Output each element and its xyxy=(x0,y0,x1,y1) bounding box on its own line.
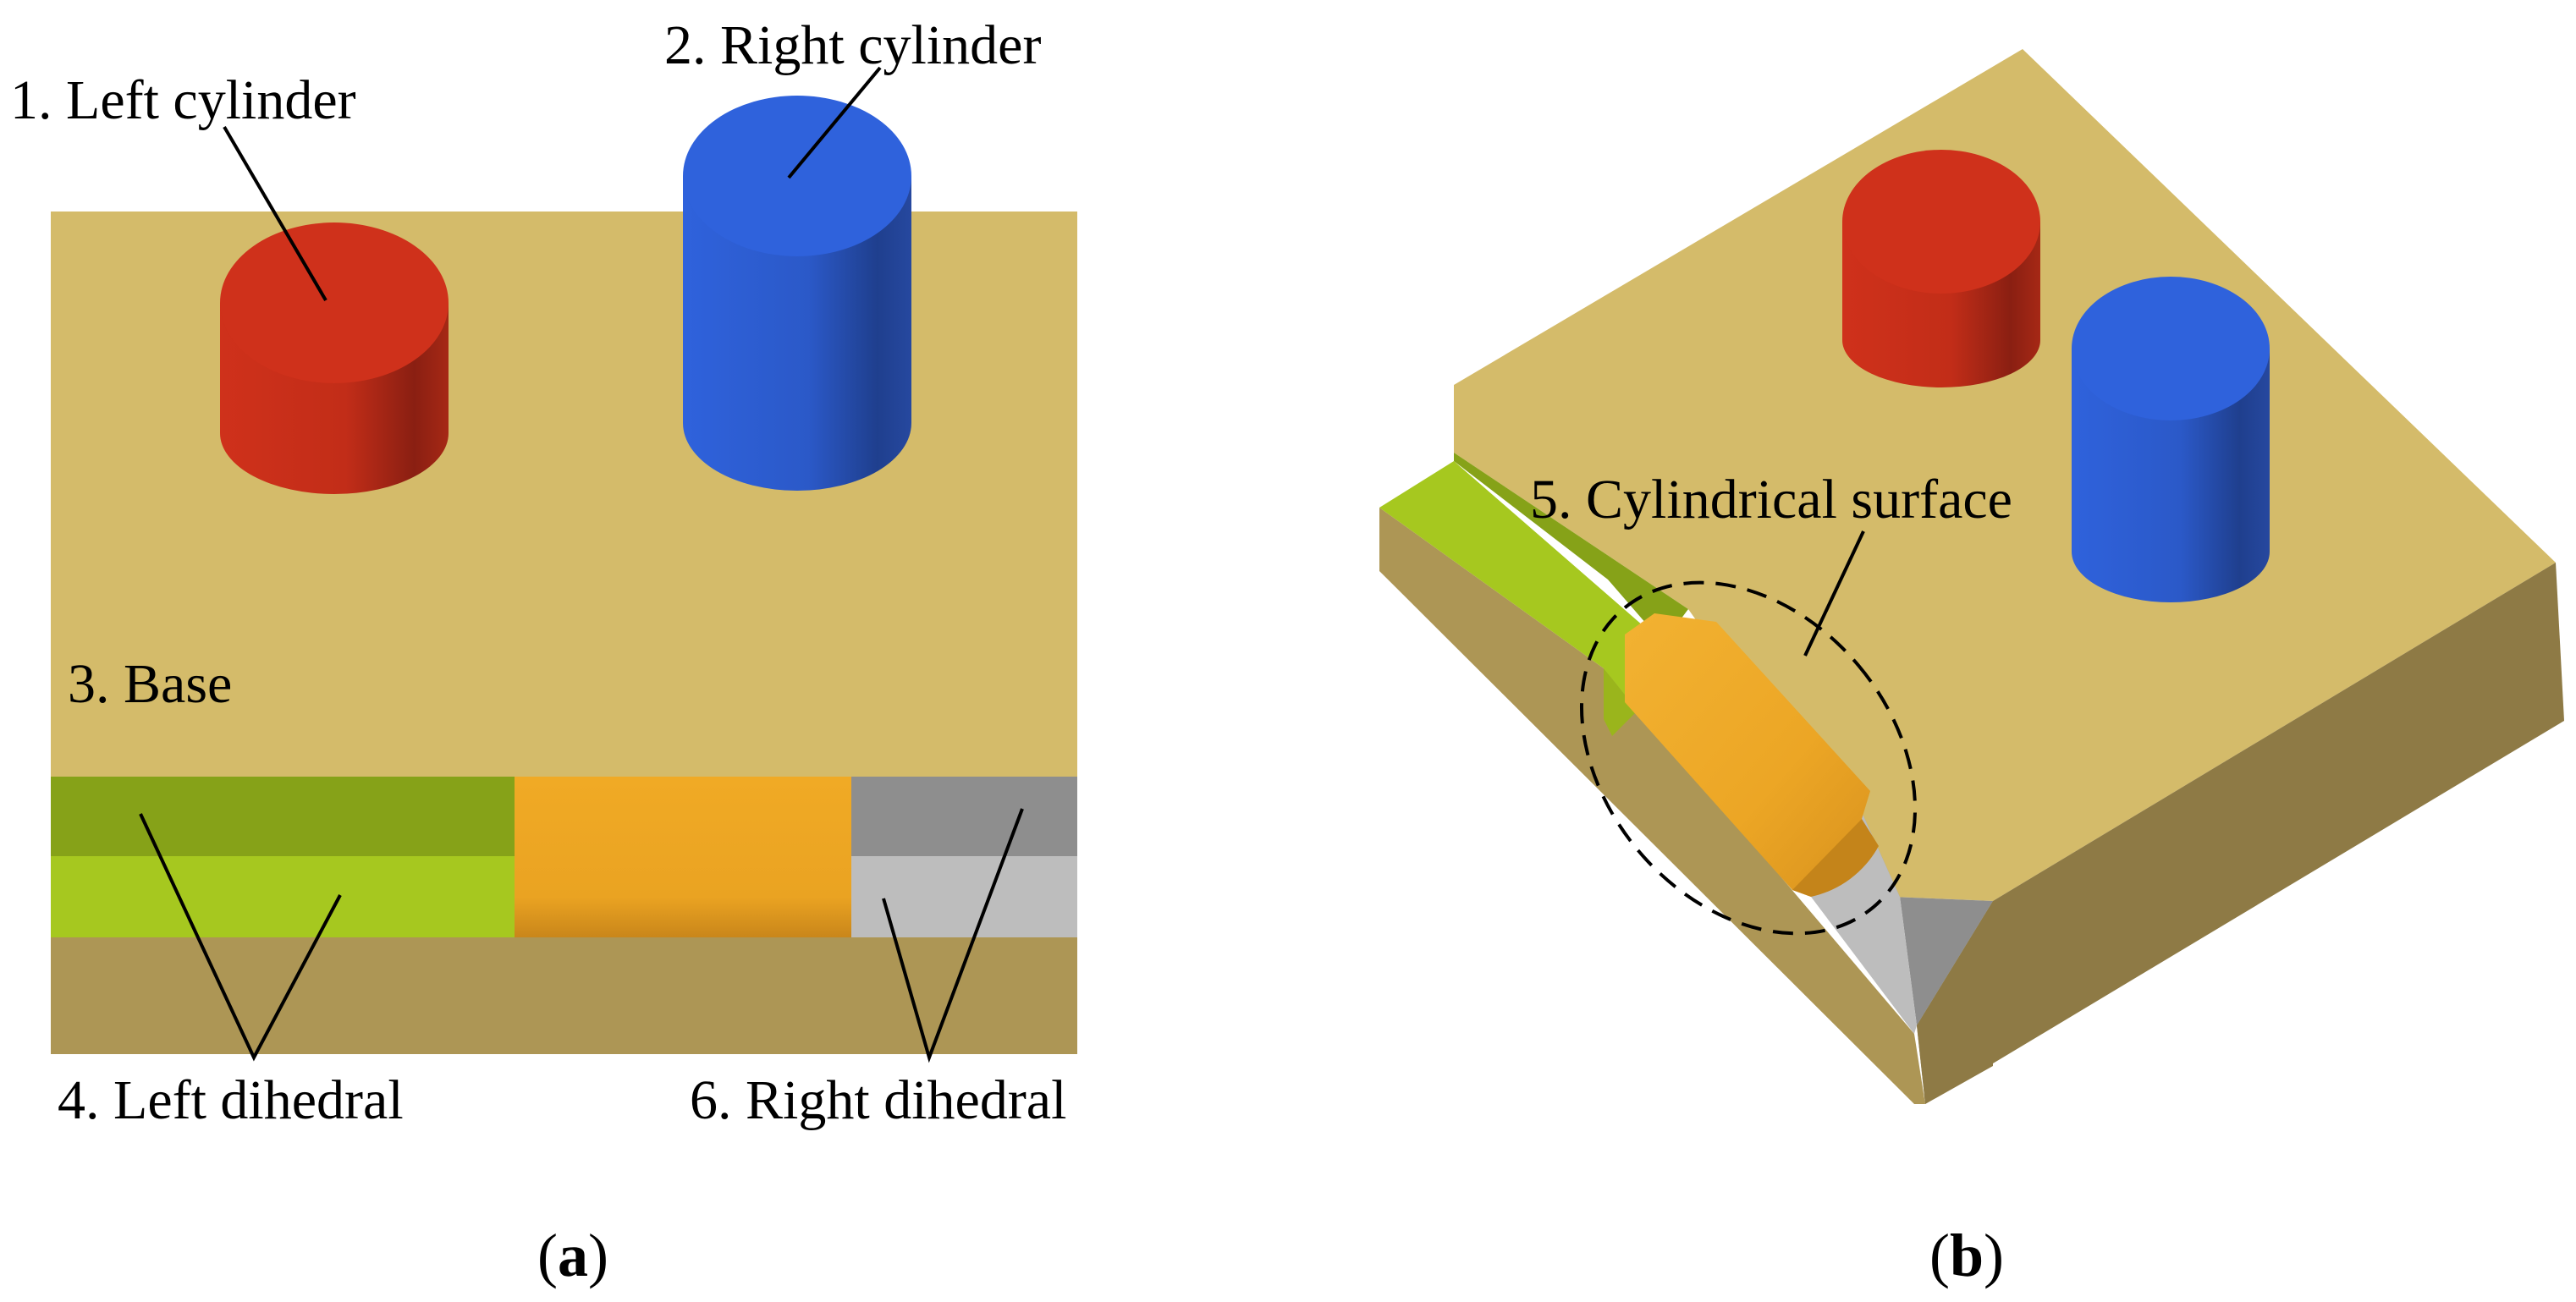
iso-base-front-face xyxy=(1379,508,1925,1104)
left-dihedral-upper-face xyxy=(51,777,515,856)
leader-cylindrical-surface xyxy=(1803,530,1865,656)
cylindrical-surface-highlight xyxy=(1579,580,1918,936)
caption-b-open: ( xyxy=(1929,1222,1950,1289)
right-dihedral-upper-face xyxy=(851,777,1077,856)
caption-a-open: ( xyxy=(537,1222,558,1289)
iso-left-cylinder xyxy=(1842,150,2040,387)
label-left-dihedral: 4. Left dihedral xyxy=(58,1069,404,1131)
iso-cylindrical-surface-end xyxy=(1792,819,1879,897)
iso-cylindrical-surface xyxy=(1625,613,1870,897)
iso-right-cylinder xyxy=(2072,277,2270,602)
panel-a: 1. Left cylinder 2. Right cylinder 3. Ba… xyxy=(10,14,1077,1289)
caption-a: (a) xyxy=(537,1222,608,1289)
left-cylinder xyxy=(220,222,449,494)
right-dihedral-lower-face xyxy=(851,856,1077,937)
label-left-cylinder: 1. Left cylinder xyxy=(10,69,356,131)
iso-base-step-face xyxy=(1917,901,1993,1104)
iso-base-top-face xyxy=(1454,49,2556,901)
iso-base-right-face xyxy=(1917,563,2564,1104)
iso-left-dihedral-wall xyxy=(1454,385,1688,643)
label-cylindrical-surface: 5. Cylindrical surface xyxy=(1530,469,2012,530)
leader-right-dihedral xyxy=(882,808,1024,1063)
panel-b: 5. Cylindrical surface (b) xyxy=(1379,49,2564,1289)
label-base: 3. Base xyxy=(68,653,232,715)
base-front-face xyxy=(51,937,1077,1054)
right-cylinder xyxy=(683,96,911,491)
caption-a-letter: a xyxy=(558,1222,588,1289)
left-dihedral-lower-face xyxy=(51,856,515,937)
label-right-cylinder: 2. Right cylinder xyxy=(664,14,1041,76)
iso-right-dihedral-wall xyxy=(1862,812,1993,1025)
cylindrical-surface-face xyxy=(515,777,851,937)
leader-right-cylinder xyxy=(787,66,882,179)
leader-left-cylinder xyxy=(223,125,328,302)
leader-left-dihedral xyxy=(139,813,342,1062)
iso-left-dihedral-floor-end xyxy=(1604,668,1638,736)
caption-b: (b) xyxy=(1929,1222,2004,1289)
caption-b-letter: b xyxy=(1950,1222,1984,1289)
caption-b-close: ) xyxy=(1984,1222,2004,1289)
caption-a-close: ) xyxy=(588,1222,608,1289)
label-right-dihedral: 6. Right dihedral xyxy=(690,1069,1066,1131)
